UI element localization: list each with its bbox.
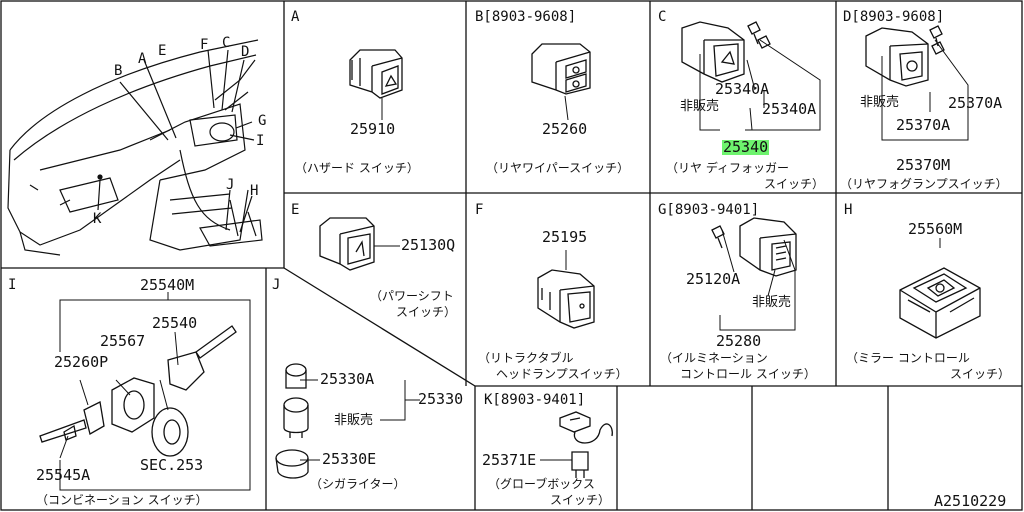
panel-c-letter: C [658, 9, 667, 25]
hazard-switch-part-number: 25910 [350, 120, 396, 138]
combination-part-25567: 25567 [100, 332, 146, 350]
hazard-switch-drawing [349, 49, 403, 99]
glove-box-part-number: 25371E [482, 451, 537, 469]
cigarette-lighter-part-number: 25330 [418, 390, 464, 408]
grid-line [283, 267, 476, 387]
retractable-headlamp-switch-drawing [537, 269, 595, 329]
rear-defogger-caption-1: （リヤ ディフォッガー [666, 161, 789, 175]
rear-defogger-part-25340a-2: 25340A [762, 100, 817, 118]
retractable-headlamp-caption-1: （リトラクタブル [478, 351, 574, 365]
panel-h-letter: H [844, 202, 853, 218]
power-shift-part-number: 25130Q [401, 236, 456, 254]
illumination-caption-2: コントロール スイッチ） [680, 367, 816, 381]
overview-label-h: H [250, 183, 259, 199]
retractable-headlamp-caption-2: ヘッドランプスイッチ） [496, 367, 628, 381]
glove-box-caption-2: スイッチ） [550, 493, 611, 507]
rear-wiper-switch-drawing [531, 43, 591, 95]
rear-defogger-switch-drawing [681, 21, 771, 83]
cigarette-lighter-part-25330e: 25330E [322, 450, 377, 468]
combination-part-25540: 25540 [152, 314, 198, 332]
rear-fog-part-number: 25370M [896, 156, 951, 174]
panel-b-header: B[8903-9608] [475, 9, 577, 25]
rear-fog-not-for-sale: 非販売 [860, 95, 900, 110]
rear-fog-switch-drawing [865, 25, 945, 87]
rear-fog-part-25370a-2: 25370A [896, 116, 951, 134]
combination-caption: （コンビネーション スイッチ） [36, 493, 208, 507]
panel-i-letter: I [8, 277, 17, 293]
illumination-not-for-sale: 非販売 [752, 295, 792, 310]
panel-f-letter: F [475, 202, 484, 218]
overview-label-j: J [226, 177, 235, 193]
glove-box-switch-drawing [559, 411, 613, 478]
illumination-part-number: 25280 [716, 332, 762, 350]
illumination-caption-1: （イルミネーション [660, 351, 768, 365]
glove-box-caption-1: （グローブボックス [488, 477, 595, 491]
cigarette-lighter-not-for-sale: 非販売 [334, 413, 374, 428]
rear-wiper-switch-caption: （リヤワイパースイッチ） [486, 161, 630, 175]
rear-defogger-part-25340a-1: 25340A [715, 80, 770, 98]
panel-g-header: G[8903-9401] [658, 202, 760, 218]
rear-fog-part-25370a-1: 25370A [948, 94, 1003, 112]
combination-part-25540m: 25540M [140, 276, 195, 294]
overview-label-i: I [256, 133, 265, 149]
overview-label-d: D [241, 44, 250, 60]
cigarette-lighter-caption: （シガライター） [310, 477, 406, 491]
panel-j-letter: J [272, 277, 281, 293]
mirror-control-part-number: 25560M [908, 220, 963, 238]
mirror-control-switch-drawing [899, 267, 981, 339]
power-shift-switch-drawing [319, 217, 375, 271]
overview-label-a: A [138, 51, 147, 67]
overview-label-c: C [222, 35, 231, 51]
hazard-switch-caption: （ハザード スイッチ） [295, 161, 419, 175]
combination-sec-ref: SEC.253 [140, 456, 204, 474]
overview-label-f: F [200, 37, 209, 53]
power-shift-caption-2: スイッチ） [396, 305, 457, 319]
panel-a-letter: A [291, 9, 300, 25]
rear-defogger-not-for-sale: 非販売 [680, 99, 720, 114]
power-shift-caption-1: （パワーシフト [370, 289, 454, 303]
illumination-switch-drawing [711, 217, 797, 277]
panel-e-letter: E [291, 202, 300, 218]
mirror-control-caption-1: （ミラー コントロール [846, 351, 970, 365]
combination-part-25260p: 25260P [54, 353, 109, 371]
panel-k-header: K[8903-9401] [484, 392, 586, 408]
diagram-reference-number: A2510229 [934, 492, 1007, 510]
combination-part-25545a: 25545A [36, 466, 91, 484]
overview-label-k: K [93, 211, 102, 227]
rear-fog-caption: （リヤフォグランプスイッチ） [840, 177, 1008, 191]
mirror-control-caption-2: スイッチ） [950, 367, 1011, 381]
illumination-part-25120a: 25120A [686, 270, 741, 288]
rear-defogger-part-number: 25340 [722, 138, 770, 156]
rear-defogger-caption-2: スイッチ） [764, 177, 825, 191]
dashboard-drawing [7, 39, 263, 256]
combination-switch-drawing [39, 325, 237, 457]
cigarette-lighter-part-25330a: 25330A [320, 370, 375, 388]
overview-label-e: E [158, 43, 167, 59]
rear-wiper-switch-part-number: 25260 [542, 120, 588, 138]
cigarette-lighter-drawing [275, 363, 309, 479]
overview-label-g: G [258, 113, 267, 129]
overview-label-b: B [114, 63, 123, 79]
retractable-headlamp-part-number: 25195 [542, 228, 588, 246]
panel-d-header: D[8903-9608] [843, 9, 945, 25]
